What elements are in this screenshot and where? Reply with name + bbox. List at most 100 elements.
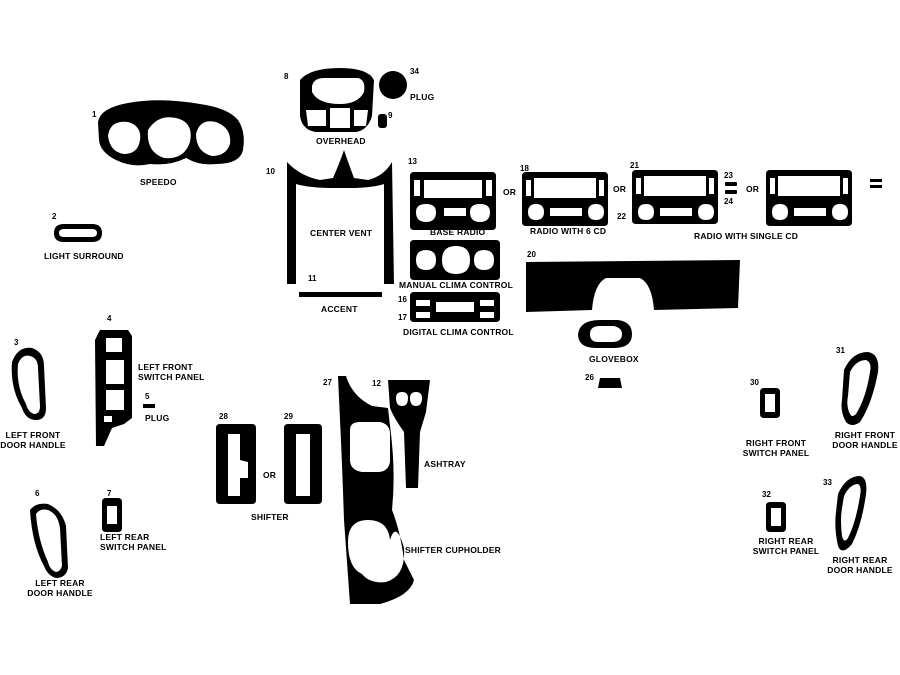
- radio-single-cd-label: RADIO WITH SINGLE CD: [694, 231, 799, 241]
- piece-number-16: 16: [398, 295, 407, 304]
- piece-number-29: 29: [284, 412, 293, 421]
- shifter-piece-28: [216, 424, 256, 504]
- glovebox-label: GLOVEBOX: [589, 354, 639, 364]
- manual-clima-label: MANUAL CLIMA CONTROL: [399, 280, 514, 290]
- piece-number-26: 26: [585, 373, 594, 382]
- or-separator-4: OR: [263, 470, 277, 480]
- piece-number-19: 19: [532, 209, 541, 218]
- small-piece-alt-a: [870, 179, 882, 182]
- piece-number-2: 2: [52, 212, 57, 221]
- plug-label-34: PLUG: [410, 92, 435, 102]
- dash-trim-piece: [526, 260, 740, 312]
- piece-number-1: 1: [92, 110, 97, 119]
- piece-number-21: 21: [630, 161, 639, 170]
- label-line-1: LEFT FRONT: [138, 362, 193, 372]
- piece-number-11: 11: [308, 274, 317, 283]
- radio-6cd-label: RADIO WITH 6 CD: [530, 226, 607, 236]
- piece-number-25: 25: [601, 329, 610, 338]
- piece-number-9: 9: [388, 111, 393, 120]
- radio-6cd-faceplate-piece: [522, 172, 608, 226]
- piece-number-12: 12: [372, 379, 381, 388]
- label-line-1: LEFT REAR: [35, 578, 85, 588]
- small-piece-alt-b: [870, 185, 882, 188]
- or-separator-2: OR: [613, 184, 627, 194]
- left-rear-switch-panel-label: LEFT REAR SWITCH PANEL: [100, 532, 166, 552]
- piece-number-6: 6: [35, 489, 40, 498]
- glovebox-piece: [578, 320, 632, 348]
- piece-number-10: 10: [266, 167, 275, 176]
- center-vent-label: CENTER VENT: [310, 228, 373, 238]
- label-line-1: RIGHT REAR: [758, 536, 814, 546]
- shifter-label: SHIFTER: [251, 512, 289, 522]
- shifter-cupholder-piece: [338, 376, 414, 604]
- right-front-door-handle-piece: [841, 352, 879, 425]
- light-surround-piece: [54, 224, 102, 242]
- left-rear-switch-panel-piece: [102, 498, 122, 532]
- label-line-2: DOOR HANDLE: [27, 588, 93, 598]
- label-line-1: RIGHT REAR: [832, 555, 888, 565]
- label-line-2: SWITCH PANEL: [100, 542, 167, 552]
- right-front-switch-panel-label: RIGHT FRONT SWITCH PANEL: [738, 438, 814, 458]
- ashtray-piece: [388, 380, 430, 488]
- piece-number-31: 31: [836, 346, 845, 355]
- right-front-switch-panel-piece: [760, 388, 780, 418]
- piece-number-23: 23: [724, 171, 733, 180]
- digital-clima-label: DIGITAL CLIMA CONTROL: [403, 327, 514, 337]
- piece-number-28: 28: [219, 412, 228, 421]
- right-rear-switch-panel-piece: [766, 502, 786, 532]
- piece-number-17: 17: [398, 313, 407, 322]
- radio-single-cd-alt-faceplate-piece: [766, 170, 852, 226]
- piece-number-27: 27: [323, 378, 332, 387]
- left-front-switch-panel-label: LEFT FRONT SWITCH PANEL: [138, 362, 204, 382]
- small-piece-23: [725, 182, 737, 186]
- plug-piece-34: [379, 71, 407, 99]
- piece-number-14: 14: [421, 209, 430, 218]
- light-surround-label: LIGHT SURROUND: [44, 251, 124, 261]
- manual-clima-control-piece: [410, 240, 500, 280]
- label-line-2: SWITCH PANEL: [138, 372, 205, 382]
- left-front-switch-panel-piece: [95, 330, 132, 446]
- base-radio-faceplate-piece: [410, 172, 496, 230]
- or-separator-1: OR: [503, 187, 517, 197]
- plug-piece-5: [143, 404, 155, 408]
- left-rear-door-handle-piece: [30, 503, 68, 578]
- label-line-2: DOOR HANDLE: [0, 440, 66, 450]
- piece-number-22: 22: [617, 212, 626, 221]
- ashtray-label: ASHTRAY: [424, 459, 466, 469]
- label-line-1: RIGHT FRONT: [834, 430, 896, 440]
- overhead-label: OVERHEAD: [316, 136, 366, 146]
- accent-piece: [299, 292, 382, 297]
- label-line-2: SWITCH PANEL: [752, 546, 820, 556]
- speedo-piece: [98, 100, 244, 166]
- right-rear-door-handle-piece: [835, 476, 867, 551]
- left-front-door-handle-label: LEFT FRONT DOOR HANDLE: [0, 430, 66, 450]
- piece-number-7: 7: [107, 489, 112, 498]
- piece-number-18: 18: [520, 164, 529, 173]
- radio-single-cd-faceplate-piece: [632, 170, 718, 224]
- piece-number-32: 32: [762, 490, 771, 499]
- overhead-console-piece: [300, 68, 374, 132]
- label-line-1: LEFT REAR: [100, 532, 150, 542]
- center-vent-piece: [287, 150, 394, 284]
- label-line-2: SWITCH PANEL: [742, 448, 810, 458]
- piece-number-30: 30: [750, 378, 759, 387]
- right-rear-switch-panel-label: RIGHT REAR SWITCH PANEL: [748, 536, 824, 556]
- label-line-2: DOOR HANDLE: [832, 440, 898, 450]
- piece-number-20: 20: [527, 250, 536, 259]
- piece-number-24: 24: [724, 197, 733, 206]
- base-radio-label: BASE RADIO: [430, 227, 486, 237]
- right-rear-door-handle-label: RIGHT REAR DOOR HANDLE: [822, 555, 898, 575]
- label-line-2: DOOR HANDLE: [827, 565, 893, 575]
- left-rear-door-handle-label: LEFT REAR DOOR HANDLE: [20, 578, 100, 598]
- piece-number-8: 8: [284, 72, 289, 81]
- piece-number-34: 34: [410, 67, 419, 76]
- right-front-door-handle-label: RIGHT FRONT DOOR HANDLE: [830, 430, 900, 450]
- speedo-label: SPEEDO: [140, 177, 177, 187]
- small-piece-26: [598, 378, 622, 388]
- shifter-cupholder-label: SHIFTER CUPHOLDER: [405, 545, 501, 555]
- small-piece-24: [725, 190, 737, 194]
- or-separator-3: OR: [746, 184, 760, 194]
- piece-number-13: 13: [408, 157, 417, 166]
- piece-number-4: 4: [107, 314, 112, 323]
